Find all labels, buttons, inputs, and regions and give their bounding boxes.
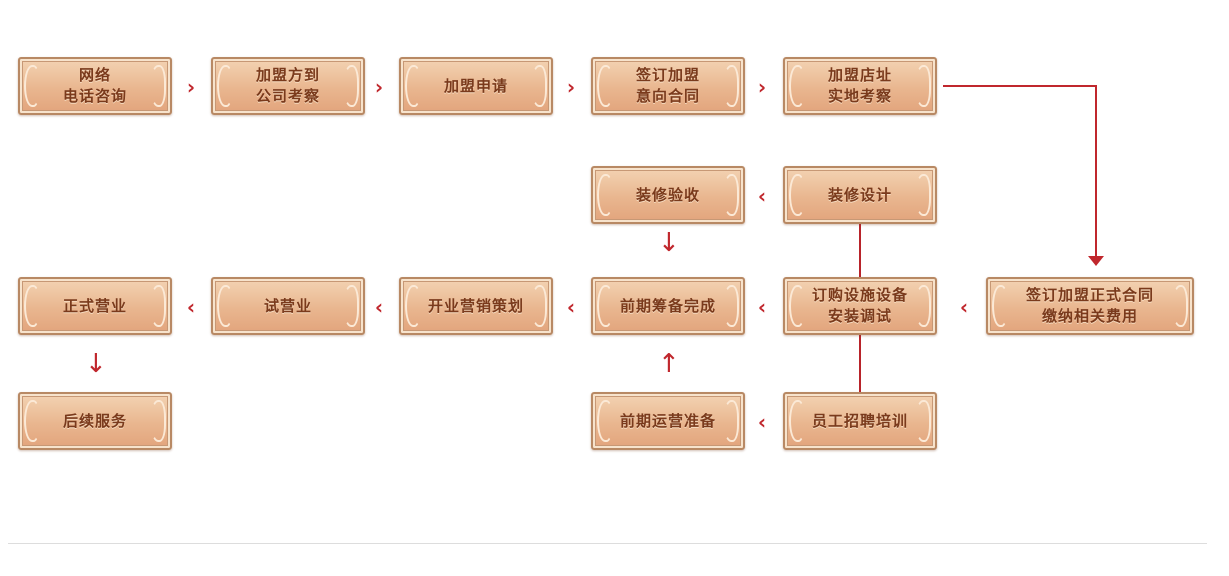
step-company-visit: 加盟方到 公司考察	[211, 57, 365, 115]
step-label: 员工招聘培训	[811, 411, 908, 430]
step-label: 前期运营准备	[619, 411, 716, 430]
step-intent-contract: 签订加盟 意向合同	[591, 57, 745, 115]
arrow-left-icon: ‹	[757, 410, 767, 434]
step-label: 加盟方到 公司考察	[255, 66, 320, 105]
step-label: 加盟申请	[443, 76, 508, 95]
step-label: 订购设施设备 安装调试	[811, 286, 908, 325]
step-trial-operation: 试营业	[211, 277, 365, 335]
connector-s5-to-s6	[943, 85, 1097, 262]
arrow-left-icon: ‹	[186, 295, 196, 319]
arrow-left-icon: ‹	[959, 295, 969, 319]
arrow-left-icon: ‹	[566, 295, 576, 319]
arrow-right-icon: ›	[757, 75, 767, 99]
step-label: 装修验收	[635, 185, 700, 204]
step-pre-operation: 前期运营准备	[591, 392, 745, 450]
step-label: 加盟店址 实地考察	[827, 66, 892, 105]
step-after-service: 后续服务	[18, 392, 172, 450]
step-label: 网络 电话咨询	[62, 66, 127, 105]
step-label: 前期筹备完成	[619, 296, 716, 315]
bottom-divider	[8, 543, 1207, 544]
arrow-down-icon: ↓	[658, 228, 680, 258]
arrow-right-icon: ›	[566, 75, 576, 99]
step-equipment-install: 订购设施设备 安装调试	[783, 277, 937, 335]
step-inquiry: 网络 电话咨询	[18, 57, 172, 115]
arrow-up-icon: ↑	[658, 349, 680, 379]
step-official-opening: 正式营业	[18, 277, 172, 335]
step-formal-contract: 签订加盟正式合同 缴纳相关费用	[986, 277, 1194, 335]
step-opening-marketing: 开业营销策划	[399, 277, 553, 335]
step-label: 后续服务	[62, 411, 127, 430]
step-application: 加盟申请	[399, 57, 553, 115]
step-preparation-complete: 前期筹备完成	[591, 277, 745, 335]
step-staff-training: 员工招聘培训	[783, 392, 937, 450]
step-label: 正式营业	[62, 296, 127, 315]
connector-s5-to-s6-head	[1088, 256, 1104, 266]
step-label: 签订加盟 意向合同	[635, 66, 700, 105]
arrow-down-icon: ↓	[85, 349, 107, 379]
step-label: 装修设计	[827, 185, 892, 204]
arrow-right-icon: ›	[186, 75, 196, 99]
arrow-left-icon: ‹	[757, 184, 767, 208]
arrow-right-icon: ›	[374, 75, 384, 99]
arrow-left-icon: ‹	[757, 295, 767, 319]
step-site-inspection: 加盟店址 实地考察	[783, 57, 937, 115]
step-label: 试营业	[263, 296, 312, 315]
step-renovation-design: 装修设计	[783, 166, 937, 224]
step-label: 签订加盟正式合同 缴纳相关费用	[1025, 286, 1154, 325]
step-label: 开业营销策划	[427, 296, 524, 315]
arrow-left-icon: ‹	[374, 295, 384, 319]
step-renovation-acceptance: 装修验收	[591, 166, 745, 224]
